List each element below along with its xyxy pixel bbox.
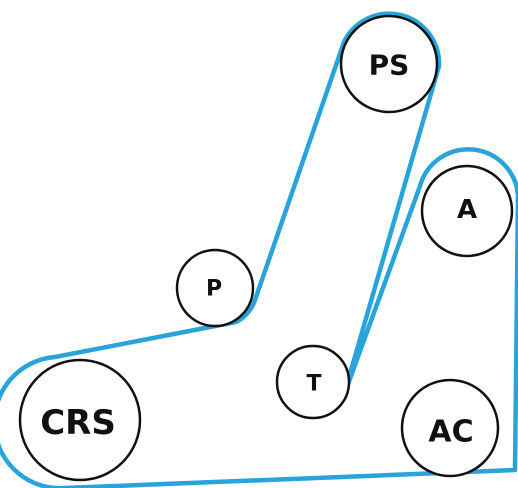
pulley-a: A <box>420 164 514 258</box>
pulley-label-t: T <box>306 372 321 397</box>
pulley-label-crs: CRS <box>40 403 116 443</box>
pulley-ps: PS <box>339 14 439 114</box>
pulley-crs: CRS <box>18 358 142 482</box>
pulley-p: P <box>175 248 255 328</box>
pulley-t: T <box>275 344 351 420</box>
pulley-label-a: A <box>457 195 477 225</box>
pulley-label-p: P <box>206 277 222 302</box>
pulley-ac: AC <box>400 378 500 478</box>
serpentine-belt <box>0 11 518 488</box>
pulley-label-ps: PS <box>369 49 410 82</box>
pulley-label-ac: AC <box>428 415 473 450</box>
